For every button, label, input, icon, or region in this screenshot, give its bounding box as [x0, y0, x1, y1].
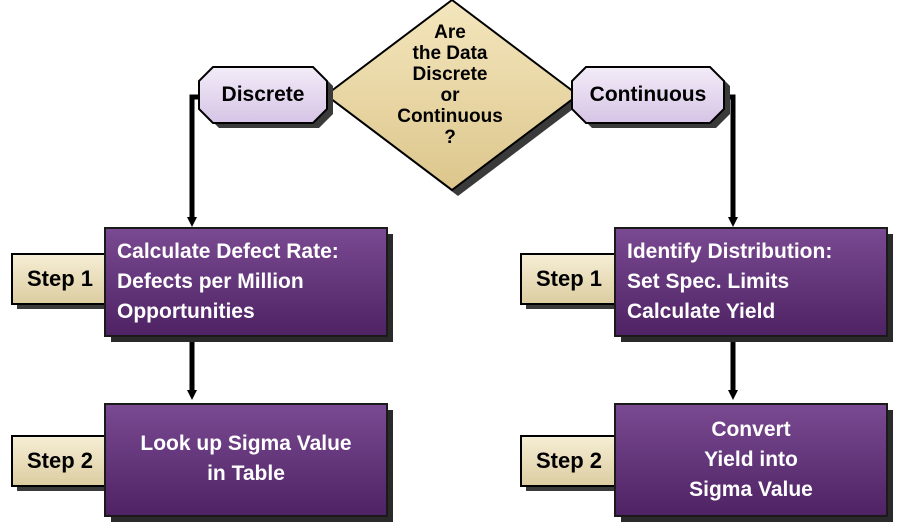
left-step1-tab	[11, 253, 113, 305]
left-step1-text: Calculate Defect Rate: Defects per Milli…	[117, 237, 387, 327]
connector-discrete-to-step1	[187, 94, 205, 227]
continuous-pill	[571, 66, 725, 124]
left-step2-label: Step 2	[26, 448, 94, 473]
right-step2-text: Convert Yield into Sigma Value	[615, 415, 887, 505]
left-step2-line: in Table	[207, 462, 285, 485]
left-step2-text: Look up Sigma Value in Table	[105, 429, 387, 489]
right-step2-line: Sigma Value	[689, 478, 813, 501]
left-step2-tab	[11, 435, 113, 487]
right-step1-label: Step 1	[535, 266, 603, 291]
decision-line: Are	[434, 22, 466, 43]
left-step2-line: Look up Sigma Value	[140, 432, 352, 455]
decision-line: Continuous	[397, 106, 503, 127]
right-step2-tab	[520, 435, 622, 487]
right-step1-line: Set Spec. Limits	[627, 270, 790, 293]
decision-line: or	[440, 85, 460, 106]
left-step1-line: Defects per Million	[117, 270, 304, 293]
right-step1-text: Identify Distribution: Set Spec. Limits …	[627, 237, 887, 327]
continuous-label: Continuous	[589, 83, 707, 106]
decision-line: Discrete	[412, 64, 488, 85]
right-step2-label: Step 2	[535, 448, 603, 473]
discrete-label: Discrete	[221, 83, 305, 106]
decision-line: ?	[444, 127, 456, 148]
decision-diamond	[324, 0, 580, 192]
left-step1-line: Calculate Defect Rate:	[117, 240, 339, 263]
left-step1-box	[104, 227, 388, 337]
right-step1-tab	[520, 253, 622, 305]
decision-question: Are the Data Discrete or Continuous ?	[390, 22, 510, 148]
right-step1-box	[614, 227, 888, 337]
left-step1-label: Step 1	[26, 266, 94, 291]
right-step2-box	[614, 403, 888, 517]
right-step2-line: Convert	[711, 418, 791, 441]
right-step1-line: Identify Distribution:	[627, 240, 833, 263]
right-step1-line: Calculate Yield	[627, 300, 776, 323]
right-step2-line: Yield into	[704, 448, 798, 471]
left-step2-box	[104, 403, 388, 517]
decision-line: the Data	[412, 43, 488, 64]
left-step1-line: Opportunities	[117, 300, 255, 323]
discrete-pill	[198, 66, 328, 124]
